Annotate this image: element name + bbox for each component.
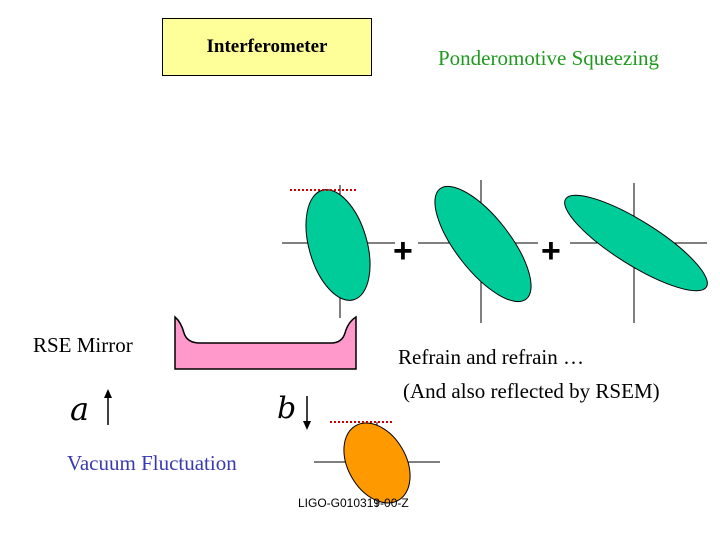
up-arrow-icon <box>104 389 112 425</box>
phase-space-panel-orange <box>314 421 440 507</box>
rse-mirror-shape <box>174 315 357 370</box>
orange-ellipse <box>343 422 411 504</box>
panel-2-green-ellipse <box>434 185 532 303</box>
title-box <box>162 18 372 76</box>
down-arrow-icon <box>303 396 311 430</box>
rse-mirror-label: RSE Mirror <box>33 333 133 357</box>
symbol-b: b <box>277 391 296 426</box>
symbol-a: a <box>70 390 89 428</box>
panel-1-green-ellipse <box>305 189 371 301</box>
phase-space-panel-1 <box>282 185 395 318</box>
phase-space-panel-2 <box>418 180 538 323</box>
panel-3-green-ellipse <box>564 194 708 292</box>
refrain-text-line-1: Refrain and refrain … <box>398 345 584 369</box>
document-id: LIGO-G010319-00-Z <box>298 496 409 510</box>
title-text: Interferometer <box>206 36 328 57</box>
vacuum-fluctuation-label: Vacuum Fluctuation <box>67 451 237 475</box>
refrain-text-line-2: (And also reflected by RSEM) <box>403 379 660 403</box>
subtitle-text: Ponderomotive Squeezing <box>438 46 660 70</box>
phase-space-panel-3 <box>564 183 708 323</box>
plus-sign-2: + <box>541 232 561 270</box>
plus-sign-1: + <box>393 232 413 270</box>
